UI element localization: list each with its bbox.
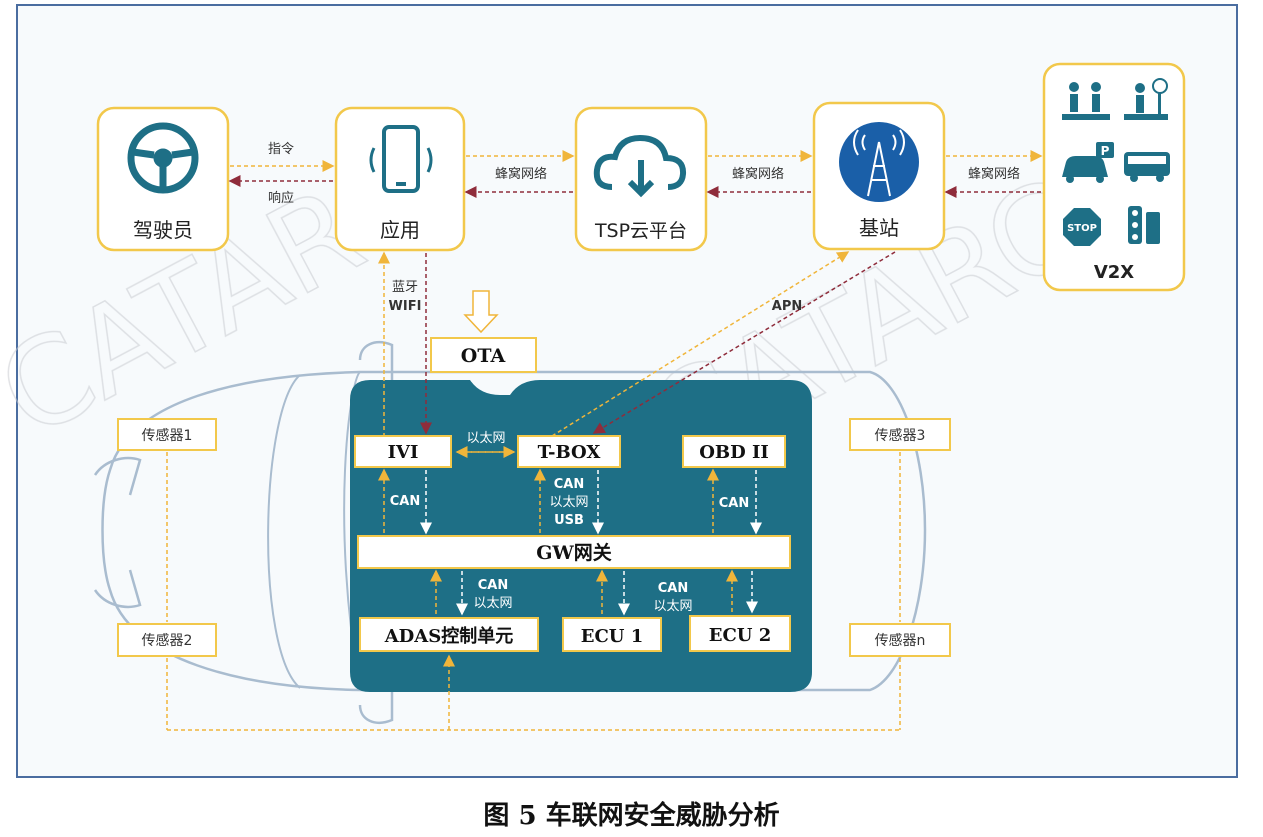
sensor-1-label: 传感器1 [142, 427, 193, 444]
bus-icon [1124, 152, 1170, 182]
steering-wheel-icon [127, 122, 199, 194]
sensor-2-label: 传感器2 [142, 632, 193, 649]
tsp-label: TSP云平台 [594, 220, 687, 242]
sensor-bus [166, 452, 901, 731]
cloud-download-icon [593, 134, 687, 198]
tbox-ethernet-label: 以太网 [549, 495, 588, 510]
can-ivi-label: CAN [390, 494, 420, 509]
link-labels: 指令 响应 蜂窝网络 蜂窝网络 蜂窝网络 蓝牙 WIFI APN [268, 142, 1020, 314]
top-links [228, 150, 1043, 437]
smartphone-icon [369, 125, 433, 193]
cell-tower-icon [839, 122, 919, 202]
ecu-ethernet-label: 以太网 [653, 599, 692, 614]
ota-group: OTA [430, 290, 537, 373]
download-arrow-icon [463, 290, 499, 334]
bluetooth-label: 蓝牙 [392, 280, 418, 295]
svg-text:STOP: STOP [1067, 223, 1097, 234]
adas-ethernet-label: 以太网 [473, 596, 512, 611]
stop-sign-icon: STOP [1063, 208, 1101, 246]
ota-label: OTA [461, 345, 506, 367]
response-label: 响应 [268, 190, 294, 206]
cellular-label-1: 蜂窝网络 [495, 166, 547, 182]
can-obd-label: CAN [719, 496, 749, 511]
in-vehicle-modules: IVI T-BOX OBD II GW网关 ADAS控制单元 ECU 1 ECU… [354, 435, 791, 652]
ecu-can-label: CAN [658, 581, 688, 596]
app-label: 应用 [380, 218, 420, 242]
sensor-n-label: 传感器n [875, 632, 926, 649]
in-vehicle-links [378, 446, 762, 616]
wifi-label: WIFI [389, 299, 422, 314]
command-label: 指令 [268, 142, 294, 157]
tbox-usb-label: USB [554, 513, 584, 528]
in-vehicle-link-labels: 以太网 CAN CAN 以太网 USB CAN CAN 以太网 CAN 以太网 [390, 431, 749, 614]
tbox-label: T-BOX [538, 442, 601, 463]
sensors: 传感器1 传感器2 传感器3 传感器n [117, 418, 951, 657]
app-card: 应用 [334, 106, 466, 252]
svg-text:P: P [1101, 144, 1110, 158]
figure-caption: 图 5 车联网安全威胁分析 [483, 801, 780, 831]
ecu2-label: ECU 2 [709, 625, 772, 646]
obd-label: OBD II [699, 442, 769, 463]
tsp-card: TSP云平台 [574, 106, 708, 252]
base-station-card: 基站 [812, 101, 946, 251]
v2x-card: P STOP V2X [1042, 62, 1186, 292]
gateway-label: GW网关 [536, 541, 612, 564]
cellular-label-2: 蜂窝网络 [732, 166, 784, 182]
adas-label: ADAS控制单元 [384, 625, 514, 647]
v2x-label: V2X [1094, 262, 1134, 283]
pedestrians-icon [1062, 82, 1110, 120]
ivi-label: IVI [388, 442, 419, 463]
traffic-light-icon [1128, 206, 1160, 244]
adas-can-label: CAN [478, 578, 508, 593]
driver-label: 驾驶员 [133, 218, 193, 242]
apn-label: APN [772, 299, 802, 314]
sensor-3-label: 传感器3 [875, 427, 926, 444]
parking-icon: P [1062, 142, 1114, 183]
ecu1-label: ECU 1 [581, 626, 644, 647]
cellular-label-3: 蜂窝网络 [968, 166, 1020, 182]
driver-card: 驾驶员 [96, 106, 230, 252]
base-station-label: 基站 [859, 216, 899, 240]
pedestrian-crossing-icon [1124, 78, 1168, 120]
tbox-can-label: CAN [554, 477, 584, 492]
v2x-threat-diagram: CATARC CATARC 驾驶员 应用 [0, 62, 1186, 731]
ethernet-ivi-tbox-label: 以太网 [466, 431, 505, 446]
